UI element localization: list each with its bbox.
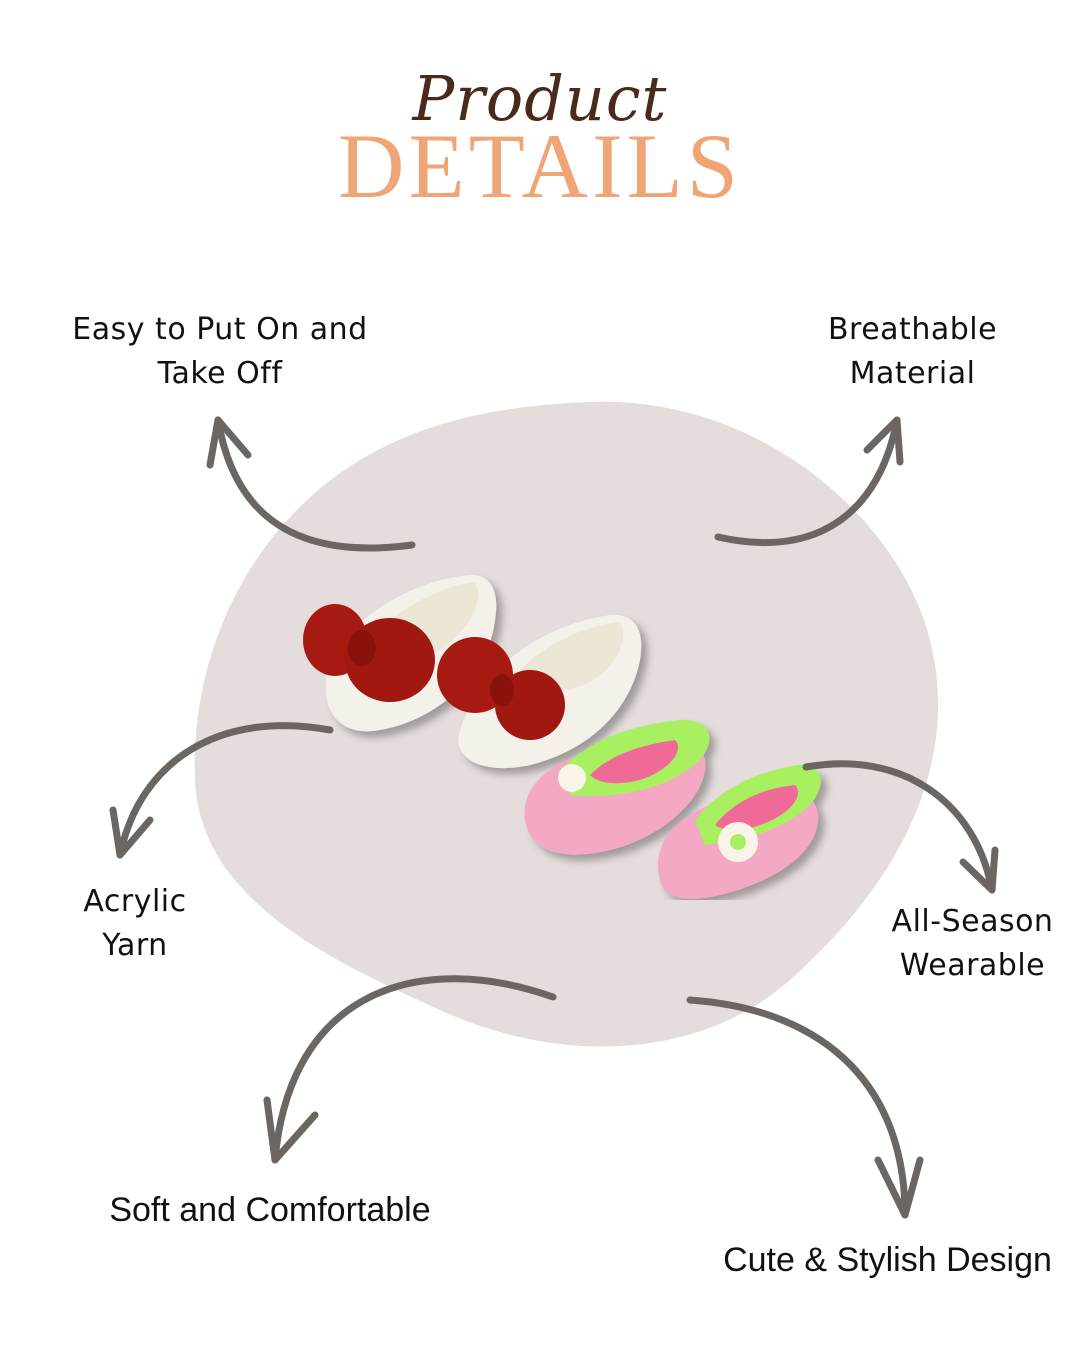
feature-easy-on-off: Easy to Put On and Take Off	[40, 308, 400, 396]
feature-line: Material	[849, 356, 976, 391]
feature-breathable: Breathable Material	[790, 308, 1035, 396]
feature-acrylic: Acrylic Yarn	[50, 880, 220, 968]
feature-line: Breathable	[827, 312, 998, 347]
feature-line: Yarn	[102, 928, 168, 963]
feature-soft: Soft and Comfortable	[70, 1188, 470, 1232]
feature-line: Acrylic	[83, 884, 187, 919]
title-details: DETAILS	[338, 115, 742, 217]
feature-line: Easy to Put On and	[72, 312, 368, 347]
feature-line: All-Season	[891, 904, 1054, 939]
red-bow-right	[437, 637, 565, 740]
pink-bootie-left	[524, 719, 710, 855]
red-bow-left	[303, 604, 435, 702]
feature-line: Take Off	[157, 356, 283, 391]
product-image	[303, 574, 821, 899]
feature-all-season: All-Season Wearable	[870, 900, 1075, 988]
pink-bootie-right	[658, 765, 821, 899]
feature-line: Cute & Stylish Design	[723, 1241, 1052, 1279]
feature-line: Soft and Comfortable	[109, 1191, 431, 1229]
title-product: Product	[412, 62, 668, 135]
feature-line: Wearable	[899, 948, 1046, 983]
feature-cute: Cute & Stylish Design	[700, 1238, 1075, 1282]
